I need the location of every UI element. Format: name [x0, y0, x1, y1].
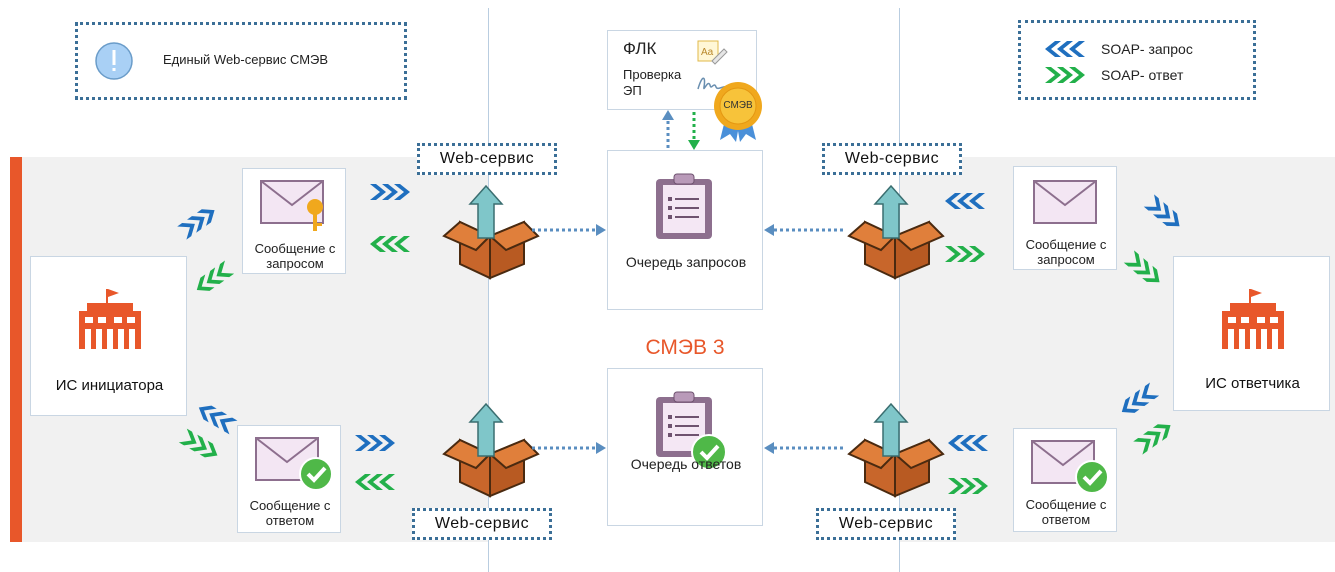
- web-service-box-icon: [847, 402, 945, 498]
- smev-title: СМЭВ 3: [645, 336, 725, 359]
- dotted-arrow-to-queue: [532, 224, 606, 236]
- message-request-right: Сообщение с запросом: [1013, 166, 1117, 270]
- response-queue-label: Очередь ответов: [630, 456, 742, 472]
- message-response-label: Сообщение с ответом: [1025, 497, 1107, 527]
- soap-request-arrow-icon: [948, 435, 988, 451]
- soap-request-arrow-icon: [1045, 41, 1085, 57]
- smev-seal-icon: [714, 82, 762, 142]
- svg-text:Aa: Aa: [701, 47, 714, 58]
- soap-response-arrow-icon: [1123, 250, 1160, 283]
- web-service-label-bottom-left: Web-сервис: [412, 508, 552, 540]
- web-service-box-icon: [847, 184, 945, 280]
- soap-response-arrow-icon: [945, 246, 985, 262]
- soap-response-arrow-icon: [355, 474, 395, 490]
- soap-response-arrow-icon: [1045, 67, 1085, 83]
- soap-request-arrow-icon: [177, 209, 215, 240]
- message-response-label: Сообщение с ответом: [249, 498, 331, 528]
- font-icon: Aa: [697, 40, 728, 65]
- soap-request-arrow-icon: [370, 184, 410, 200]
- response-queue-card: Очередь ответов: [607, 368, 763, 526]
- clipboard-check-icon: [656, 391, 727, 470]
- responder-label: ИС ответчика: [1205, 375, 1300, 392]
- legend-unified-service: Единый Web-сервис СМЭВ: [75, 22, 407, 100]
- soap-request-arrow-icon: [1121, 382, 1160, 413]
- flk-link-arrows: [662, 110, 700, 150]
- message-response-left: Сообщение с ответом: [237, 425, 341, 533]
- flk-subtitle: Проверка ЭП: [623, 67, 682, 98]
- smev-seal-label: СМЭВ: [723, 100, 753, 111]
- web-service-box-icon: [442, 402, 540, 498]
- initiator-label: ИС инициатора: [55, 377, 164, 394]
- soap-response-arrow-icon: [178, 428, 218, 458]
- soap-response-arrow-icon: [370, 236, 410, 252]
- responder-card: ИС ответчика: [1173, 256, 1330, 411]
- web-service-box-icon: [442, 184, 540, 280]
- signature-icon: [697, 77, 731, 90]
- request-queue-label: Очередь запросов: [625, 254, 747, 270]
- info-icon: [95, 42, 133, 80]
- soap-response-arrow-icon: [948, 478, 988, 494]
- clipboard-icon: [656, 173, 712, 239]
- web-service-label-top-left: Web-сервис: [417, 143, 557, 175]
- message-request-label: Сообщение с запросом: [254, 241, 336, 271]
- web-service-label-bottom-right: Web-сервис: [816, 508, 956, 540]
- soap-response-arrow-icon: [1133, 424, 1171, 455]
- soap-request-label: SOAP- запрос: [1101, 41, 1193, 57]
- building-icon: [79, 289, 141, 349]
- message-request-label: Сообщение с запросом: [1025, 237, 1107, 267]
- legend-soap: SOAP- запрос SOAP- ответ: [1018, 20, 1256, 100]
- accent-bar: [10, 157, 22, 542]
- legend-unified-text: Единый Web-сервис СМЭВ: [163, 52, 329, 67]
- message-response-right: Сообщение с ответом: [1013, 428, 1117, 532]
- envelope-icon: [1033, 180, 1097, 224]
- soap-request-arrow-icon: [355, 435, 395, 451]
- dotted-arrow-from-right: [764, 442, 846, 454]
- envelope-check-icon: [1031, 440, 1109, 494]
- soap-request-arrow-icon: [198, 405, 238, 435]
- soap-request-arrow-icon: [945, 193, 985, 209]
- message-request-left: Сообщение с запросом: [242, 168, 346, 274]
- dotted-arrow-from-right: [764, 224, 846, 236]
- soap-response-arrow-icon: [196, 260, 235, 291]
- soap-response-label: SOAP- ответ: [1101, 67, 1184, 83]
- request-queue-card: Очередь запросов: [607, 150, 763, 310]
- soap-request-arrow-icon: [1143, 194, 1180, 227]
- web-service-label-top-right: Web-сервис: [822, 143, 962, 175]
- envelope-key-icon: [260, 180, 324, 231]
- building-icon: [1222, 289, 1284, 349]
- dotted-arrow-to-queue: [532, 442, 606, 454]
- envelope-check-icon: [255, 437, 333, 491]
- flk-title: ФЛК: [623, 39, 657, 58]
- initiator-card: ИС инициатора: [30, 256, 187, 416]
